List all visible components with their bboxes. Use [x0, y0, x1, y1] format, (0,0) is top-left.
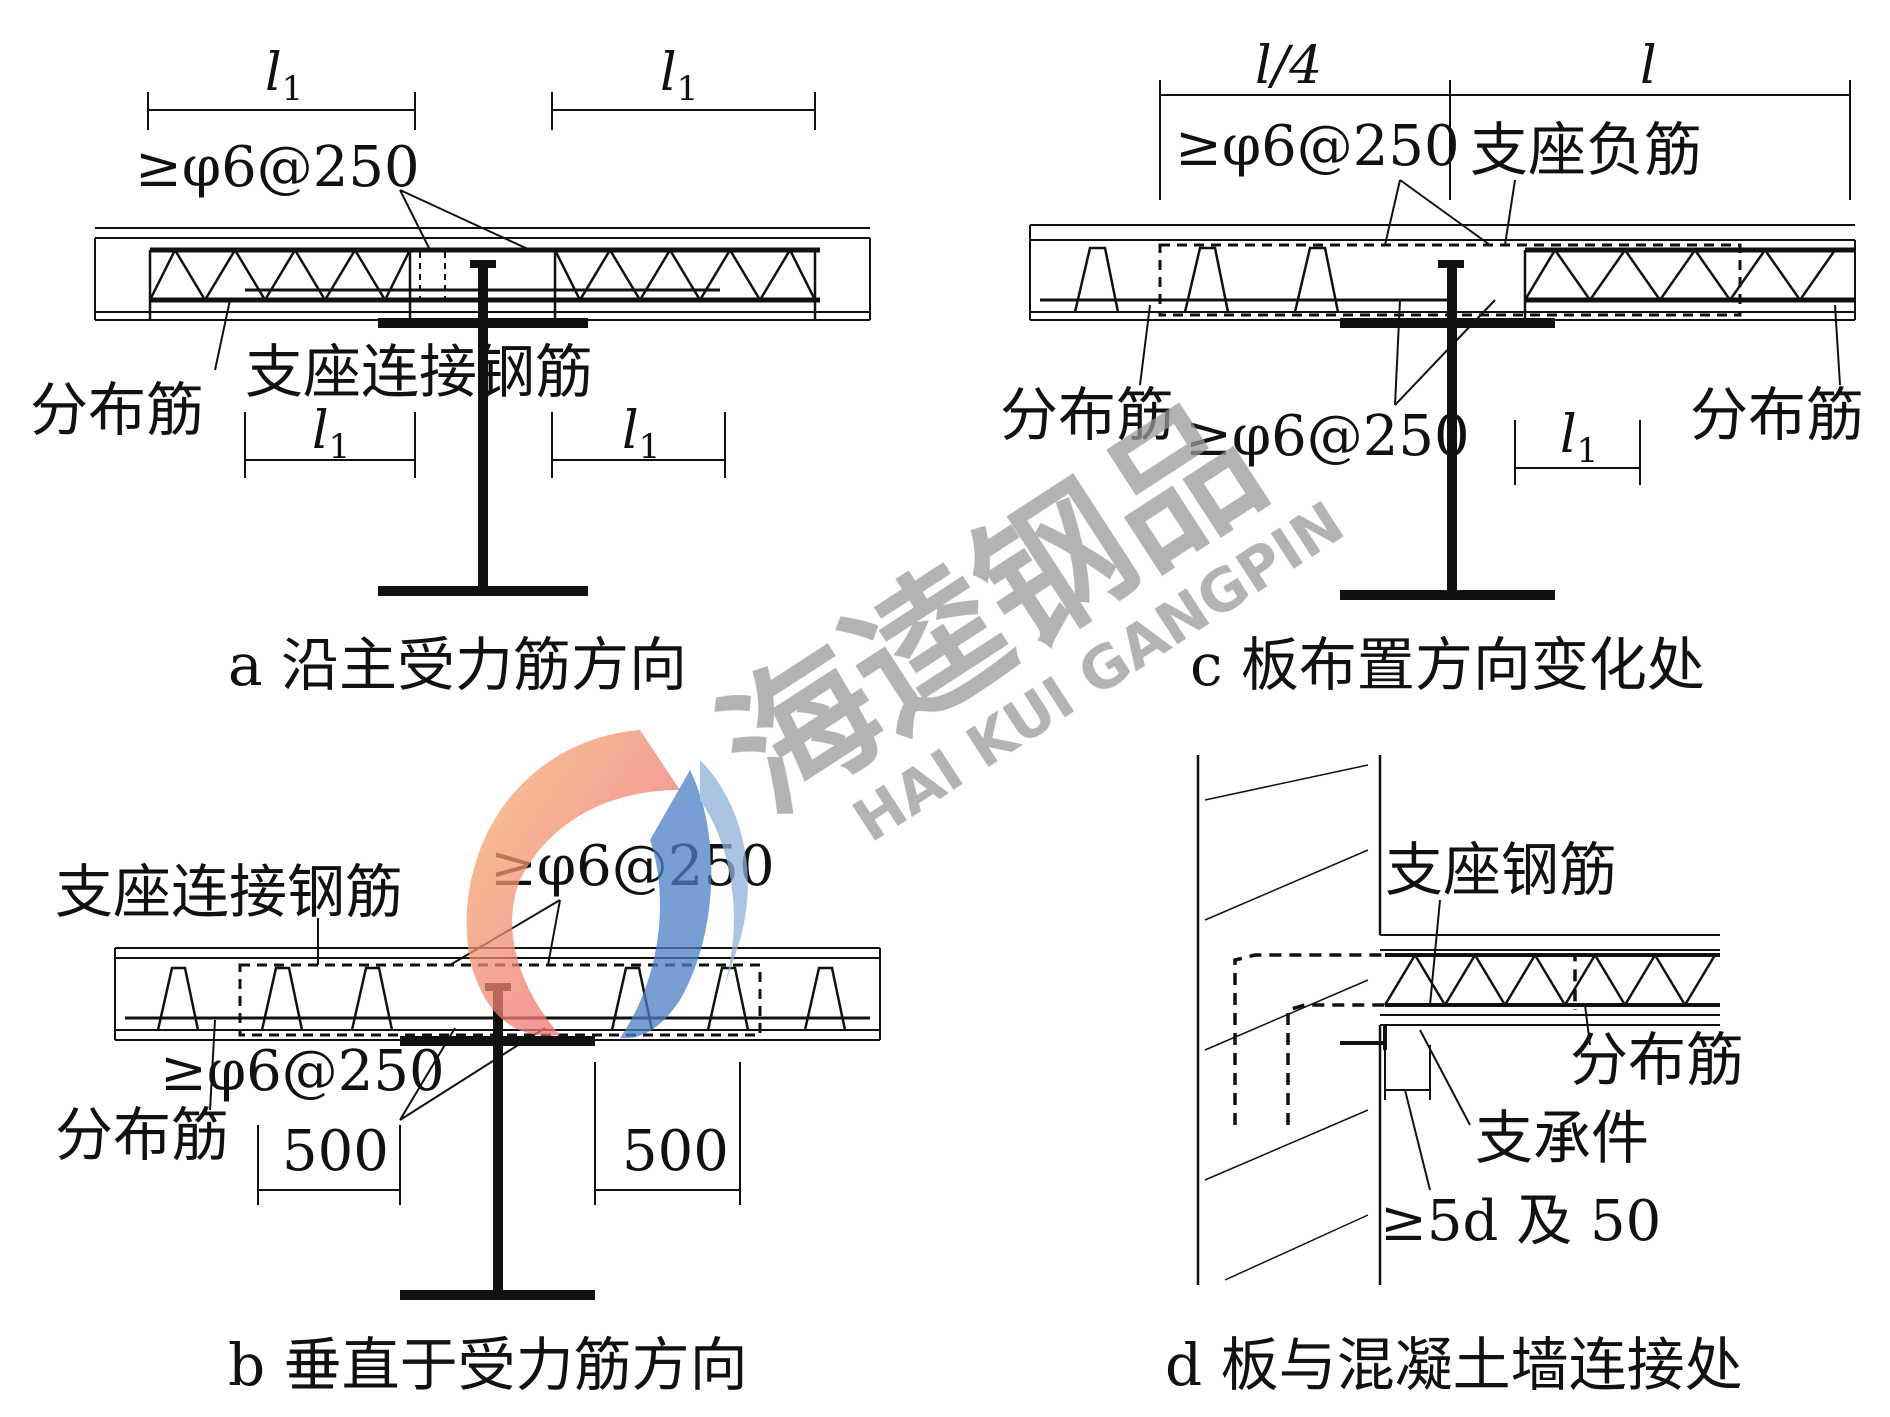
panel-d-truss: [1383, 952, 1720, 1008]
panel-a-dist-bar-label: 分布筋: [30, 376, 204, 444]
watermark-logo-icon: [466, 730, 748, 1039]
panel-c-rebar-spec-bottom: ≥φ6@250: [1185, 404, 1470, 469]
panel-d-dims: [1384, 1045, 1431, 1100]
panel-a-truss: [148, 247, 820, 320]
panel-a-caption: a 沿主受力筋方向: [228, 631, 687, 699]
panel-a: [94, 92, 871, 596]
panel-d-support-rebar-label: 支座钢筋: [1385, 836, 1617, 904]
panel-a-dim-bot-right: l1: [622, 401, 660, 467]
panel-d-min-length-label: ≥5d 及 50: [1380, 1189, 1661, 1254]
panel-b-dist-bar-label: 分布筋: [55, 1101, 229, 1169]
panel-b-rebar-spec-bottom: ≥φ6@250: [160, 1039, 445, 1104]
panel-a-dim-bottom: [244, 412, 726, 478]
panel-c-ribs: [1040, 246, 1450, 313]
panel-c-neg-bar-label: 支座负筋: [1470, 116, 1702, 184]
panel-c-dim-right: l: [1640, 36, 1657, 96]
panel-d-support-rebar: [1233, 953, 1577, 1125]
panel-c-leaders: [1139, 179, 1841, 406]
panel-c-dist-left-label: 分布筋: [1000, 381, 1174, 449]
panel-a-dim-top: [147, 92, 816, 130]
panel-c-slab: [1029, 224, 1856, 321]
panel-a-rebar-spec: ≥φ6@250: [135, 135, 420, 200]
panel-a-dim-top-left: l1: [265, 43, 303, 109]
panel-d-bearing: [1340, 1025, 1387, 1050]
panel-c-dist-right-label: 分布筋: [1690, 381, 1864, 449]
panel-a-support-bar-label: 支座连接钢筋: [245, 338, 593, 406]
panel-a-dim-bot-left: l1: [312, 401, 350, 467]
panel-a-leaders: [214, 189, 531, 371]
panel-b-support-bar-label: 支座连接钢筋: [55, 858, 403, 926]
panel-b-caption: b 垂直于受力筋方向: [228, 1331, 748, 1399]
panel-c: [1029, 80, 1856, 600]
panel-d: [1196, 755, 1720, 1285]
panel-c-dim-left: l/4: [1255, 36, 1322, 96]
panel-c-rebar-spec-top: ≥φ6@250: [1175, 114, 1460, 179]
panel-c-caption: c 板布置方向变化处: [1190, 631, 1705, 699]
panel-d-bearing-label: 支承件: [1475, 1104, 1649, 1172]
panel-b-dim-left: 500: [282, 1119, 389, 1184]
panel-c-dim-bottom: [1514, 420, 1641, 485]
panel-d-caption: d 板与混凝土墙连接处: [1165, 1331, 1743, 1399]
panel-c-dim-bot: l1: [1560, 405, 1598, 471]
panel-a-dim-top-right: l1: [660, 43, 698, 109]
panel-c-steel-beam: [1340, 260, 1555, 600]
panel-b-dims: [257, 1062, 741, 1205]
panel-d-leaders: [1404, 899, 1591, 1191]
panel-d-dist-bar-label: 分布筋: [1570, 1026, 1744, 1094]
panel-c-dim-top: [1159, 80, 1851, 200]
panel-c-truss: [1523, 247, 1855, 320]
panel-a-steel-beam: [378, 260, 588, 596]
panel-b-dim-right: 500: [622, 1119, 729, 1184]
panel-b-leaders: [209, 899, 561, 1121]
